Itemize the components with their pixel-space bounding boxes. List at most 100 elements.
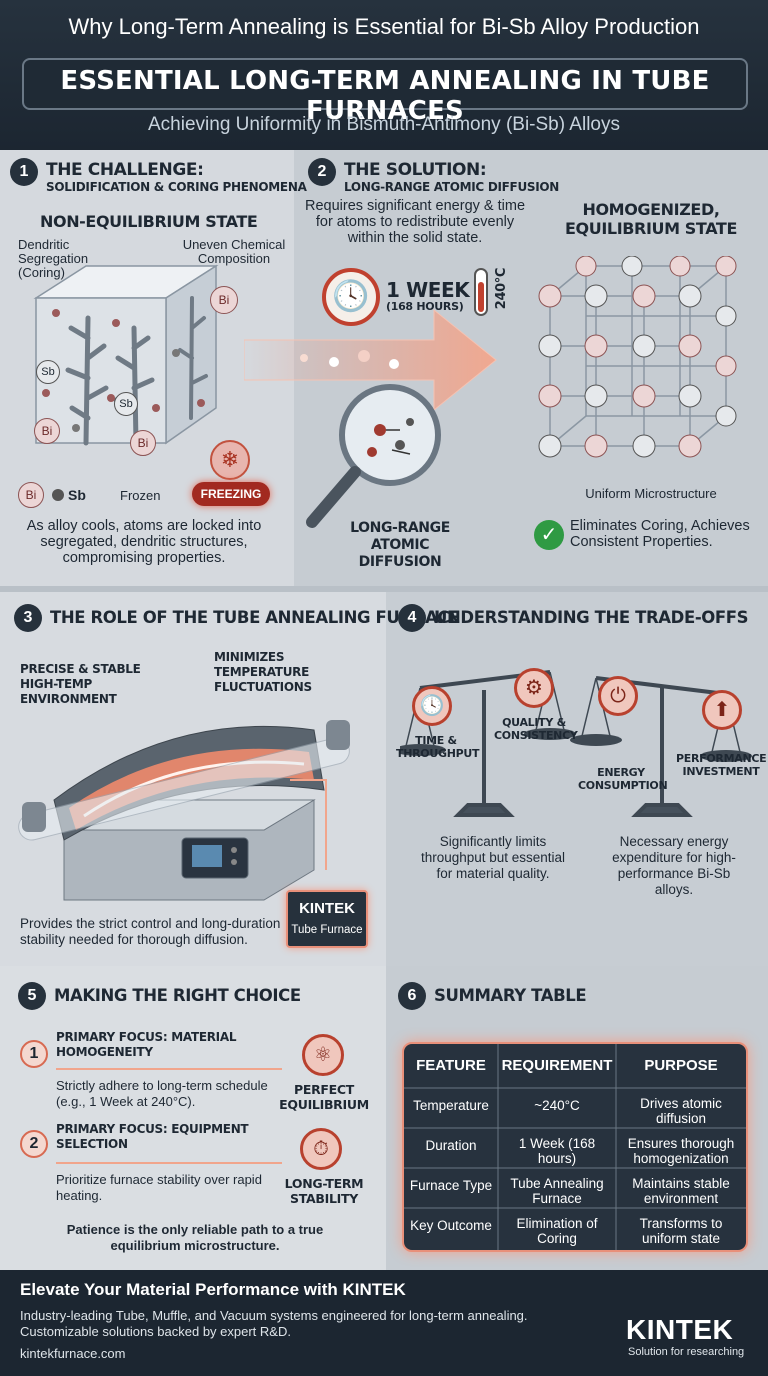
sb-atom-icon: Sb: [114, 392, 138, 416]
table-cell: Key Outcome: [410, 1218, 492, 1233]
section-3-number: 3: [14, 604, 42, 632]
legend-sb-label: Sb: [68, 487, 86, 503]
kintek-badge: [286, 890, 368, 948]
table-header-requirement: REQUIREMENT: [501, 1057, 613, 1074]
footer-url[interactable]: kintekfurnace.com: [20, 1346, 126, 1361]
table-cell: Temperature: [413, 1098, 489, 1113]
uniform-label: Uniform Microstructure: [585, 486, 717, 501]
footer-logo: KINTEK: [626, 1314, 734, 1345]
footer-tagline: Solution for researching: [628, 1346, 745, 1358]
table-cell: Duration: [425, 1138, 477, 1153]
clock-icon: 🕓: [322, 268, 380, 326]
freezing-badge: FREEZING: [192, 482, 270, 506]
summary-table-grid: [404, 1044, 746, 1250]
section-6-title: SUMMARY TABLE: [434, 986, 587, 1005]
atom-icon: ⚛: [302, 1034, 344, 1076]
table-cell: Drives atomic diffusion: [640, 1096, 722, 1126]
footer-headline: Elevate Your Material Performance with K…: [20, 1280, 406, 1299]
kintek-badge-brand: KINTEK: [299, 900, 355, 917]
non-equilibrium-label: NON-EQUILIBRIUM STATE: [40, 212, 258, 231]
section-3-description: Provides the strict control and long-dur…: [20, 916, 281, 947]
minimizes-label: MINIMIZES TEMPERATURE FLUCTUATIONS: [214, 650, 312, 694]
summary-table: FEATURE REQUIREMENT PURPOSE Temperature …: [402, 1042, 748, 1252]
section-4-number: 4: [398, 604, 426, 632]
power-plug-icon: ⏻: [598, 676, 638, 716]
callout-connector: [290, 779, 327, 870]
trade-off-right-description: Necessary energy expenditure for high-pe…: [612, 834, 736, 897]
hours-label: (168 HOURS): [386, 300, 464, 313]
dendritic-label: Dendritic Segregation (Coring): [18, 237, 89, 280]
diffusion-label: LONG-RANGE ATOMIC DIFFUSION: [350, 520, 450, 570]
tube-furnace-illustration: [18, 720, 350, 901]
section-2-result: Eliminates Coring, Achieves Consistent P…: [570, 518, 750, 550]
bi-atom-icon: Bi: [210, 286, 238, 314]
section-2-number: 2: [308, 158, 336, 186]
table-cell: Ensures thorough homogenization: [627, 1136, 735, 1166]
stopwatch-icon: ⏱: [300, 1128, 342, 1170]
table-cell: ~240°C: [534, 1098, 580, 1113]
choice-1-arrow: [56, 1068, 282, 1070]
panel-4-bg: [386, 592, 768, 966]
kintek-badge-sub: Tube Furnace: [291, 924, 363, 936]
legend-sb-icon: [52, 489, 64, 501]
uneven-label: Uneven Chemical Composition: [182, 237, 286, 266]
footer: [0, 1270, 768, 1376]
footer-line-2: Customizable solutions backed by expert …: [20, 1324, 291, 1339]
balance-scales-illustration: [400, 670, 752, 817]
thermometer-icon: [474, 268, 488, 316]
section-3-title: THE ROLE OF THE TUBE ANNEALING FURNACE: [50, 608, 461, 627]
non-equilibrium-cube-illustration: [33, 264, 219, 446]
choice-1-text: Strictly adhere to long-term schedule (e…: [56, 1078, 268, 1109]
performance-investment-label: PERFORMANCE INVESTMENT: [676, 752, 767, 778]
time-throughput-label: TIME & THROUGHPUT: [396, 734, 480, 760]
section-1-title: THE CHALLENGE:: [46, 160, 204, 180]
clock-icon: 🕓: [412, 686, 452, 726]
section-2-subtitle: LONG-RANGE ATOMIC DIFFUSION: [344, 180, 560, 194]
quality-consistency-label: QUALITY & CONSISTENCY: [494, 716, 578, 742]
section-4-title: UNDERSTANDING THE TRADE-OFFS: [434, 608, 749, 627]
section-2-title: THE SOLUTION:: [344, 160, 487, 180]
duration-label: 1 WEEK: [386, 278, 470, 302]
choice-2-text: Prioritize furnace stability over rapid …: [56, 1172, 262, 1203]
table-cell: Tube Annealing Furnace: [510, 1176, 604, 1206]
footer-line-1: Industry-leading Tube, Muffle, and Vacuu…: [20, 1308, 528, 1323]
section-1-description: As alloy cools, atoms are locked into se…: [26, 518, 262, 566]
section-5-conclusion: Patience is the only reliable path to a …: [66, 1222, 324, 1253]
table-header-feature: FEATURE: [416, 1057, 486, 1074]
homogenized-lattice-illustration: [538, 256, 737, 458]
gear-quality-icon: ⚙: [514, 668, 554, 708]
table-header-purpose: PURPOSE: [644, 1057, 718, 1074]
choice-2-title: PRIMARY FOCUS: EQUIPMENT SELECTION: [56, 1122, 249, 1151]
table-cell: Furnace Type: [409, 1178, 493, 1193]
bi-atom-icon: Bi: [34, 418, 60, 444]
award-badge-icon: ⬆: [702, 690, 742, 730]
choice-2-number: 2: [20, 1130, 48, 1158]
panel-5-bg: [0, 966, 386, 1270]
magnifier-icon: [306, 384, 441, 528]
main-title: ESSENTIAL LONG-TERM ANNEALING IN TUBE FU…: [60, 66, 710, 126]
trade-off-left-description: Significantly limits throughput but esse…: [420, 834, 566, 881]
choice-1-title: PRIMARY FOCUS: MATERIAL HOMOGENEITY: [56, 1030, 237, 1059]
table-cell: 1 Week (168 hours): [518, 1136, 596, 1166]
choice-2-arrow: [56, 1162, 282, 1164]
precise-label: PRECISE & STABLE HIGH-TEMP ENVIRONMENT: [20, 662, 141, 706]
choice-2-result: LONG-TERM STABILITY: [284, 1176, 364, 1206]
table-cell: Maintains stable environment: [632, 1176, 730, 1206]
bi-atom-icon: Bi: [130, 430, 156, 456]
section-5-title: MAKING THE RIGHT CHOICE: [54, 986, 301, 1005]
legend-bi-icon: Bi: [18, 482, 44, 508]
frozen-label: Frozen: [120, 488, 161, 503]
energy-consumption-label: ENERGY CONSUMPTION: [578, 766, 668, 792]
checkmark-icon: ✓: [534, 520, 564, 550]
section-2-description: Requires significant energy & time for a…: [304, 198, 526, 246]
snowflake-icon: ❄: [210, 440, 250, 480]
section-5-number: 5: [18, 982, 46, 1010]
section-1-subtitle: SOLIDIFICATION & CORING PHENOMENA: [46, 180, 307, 194]
table-cell: Transforms to uniform state: [639, 1216, 723, 1246]
choice-1-number: 1: [20, 1040, 48, 1068]
section-1-number: 1: [10, 158, 38, 186]
main-title-frame: [22, 58, 748, 110]
super-title: Why Long-Term Annealing is Essential for…: [68, 14, 700, 39]
section-6-number: 6: [398, 982, 426, 1010]
temperature-label: 240°C: [494, 268, 509, 310]
